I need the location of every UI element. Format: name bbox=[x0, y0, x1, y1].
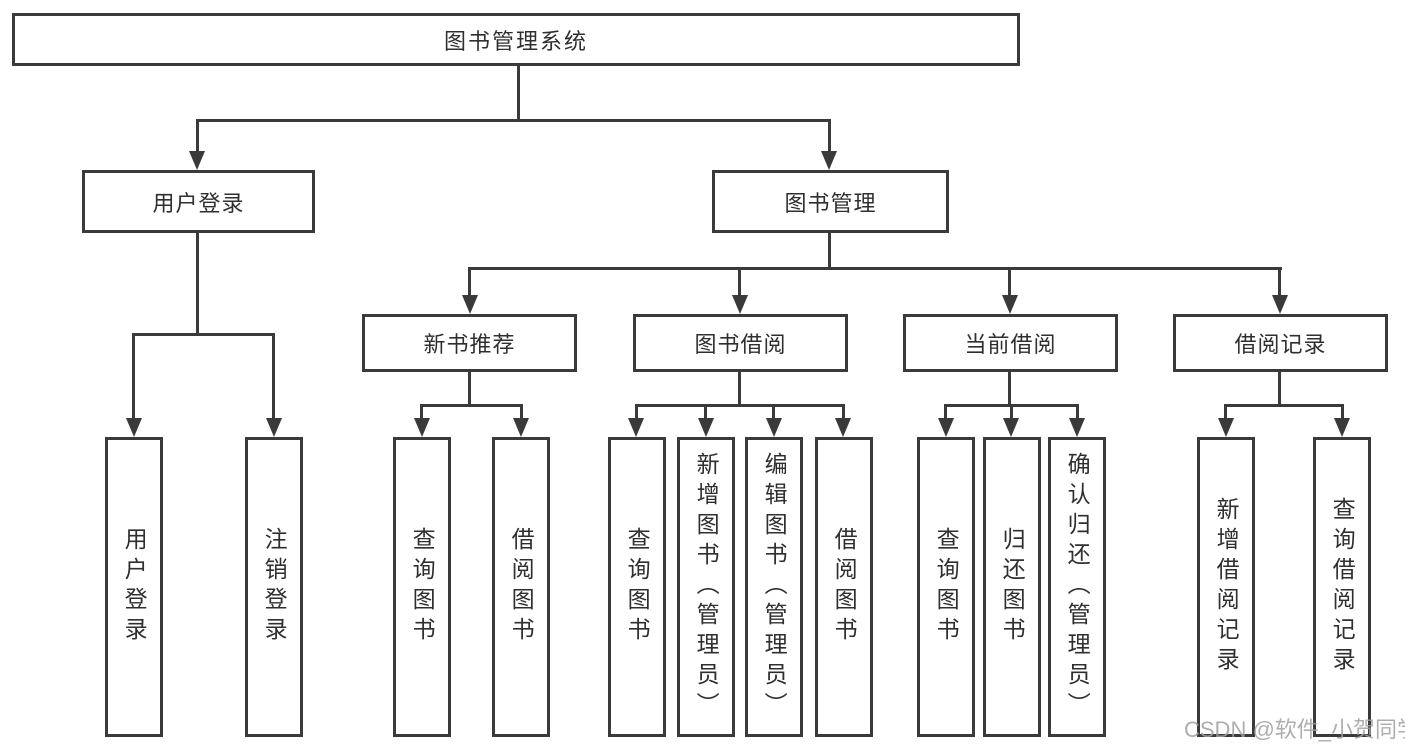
connector-root-stem bbox=[517, 66, 520, 120]
arrow-to-leaf bbox=[1069, 418, 1085, 437]
arrow-to-leaf-login bbox=[126, 418, 142, 437]
node-current-borrow: 当前借阅 bbox=[903, 314, 1118, 372]
node-label: 查询图书 bbox=[624, 527, 651, 647]
arrow-to-leaf bbox=[513, 418, 529, 437]
node-root-library-system: 图书管理系统 bbox=[12, 13, 1020, 66]
connector-to-book-borrow bbox=[738, 267, 741, 296]
node-label: 借阅记录 bbox=[1234, 332, 1327, 357]
connector-drop bbox=[520, 404, 523, 419]
node-label: 确认归还（管理员） bbox=[1064, 452, 1091, 722]
connector-drop bbox=[1076, 404, 1079, 419]
connector-borrow-record-hline bbox=[1224, 404, 1344, 407]
connector-book-borrow-hline bbox=[635, 404, 845, 407]
connector-new-book-hline bbox=[420, 404, 523, 407]
arrow-to-user-login bbox=[189, 151, 205, 170]
leaf-return-books: 归还图书 bbox=[983, 437, 1041, 737]
connector-to-user-login bbox=[196, 119, 199, 152]
node-label: 注销登录 bbox=[261, 527, 288, 647]
connector-to-borrow-record bbox=[1278, 267, 1281, 296]
connector-drop bbox=[704, 404, 707, 419]
leaf-logout: 注销登录 bbox=[245, 437, 303, 737]
arrow-to-leaf bbox=[698, 418, 714, 437]
node-user-login: 用户登录 bbox=[82, 170, 315, 233]
node-label: 查询图书 bbox=[933, 527, 960, 647]
connector-current-borrow-stem bbox=[1008, 372, 1011, 406]
arrow-to-leaf bbox=[414, 418, 430, 437]
leaf-add-books-admin: 新增图书（管理员） bbox=[677, 437, 735, 737]
leaf-query-books-current: 查询图书 bbox=[917, 437, 975, 737]
node-book-management: 图书管理 bbox=[712, 170, 949, 233]
connector-drop bbox=[1341, 404, 1344, 419]
leaf-edit-books-admin: 编辑图书（管理员） bbox=[745, 437, 803, 737]
node-label: 查询借阅记录 bbox=[1329, 497, 1356, 677]
node-new-book-recommend: 新书推荐 bbox=[362, 314, 577, 372]
arrow-to-leaf bbox=[1003, 418, 1019, 437]
leaf-borrow-books-recommend: 借阅图书 bbox=[492, 437, 550, 737]
csdn-watermark: CSDN @软件_小贺同学 bbox=[1184, 717, 1405, 742]
connector-drop bbox=[944, 404, 947, 419]
arrow-to-new-book bbox=[462, 295, 478, 314]
node-label: 编辑图书（管理员） bbox=[761, 452, 788, 722]
connector-root-hline bbox=[197, 119, 831, 122]
connector-user-login-stem bbox=[196, 233, 199, 335]
connector-drop bbox=[420, 404, 423, 419]
connector-to-leaf-login bbox=[132, 333, 135, 419]
node-label: 当前借阅 bbox=[964, 332, 1057, 357]
connector-to-new-book bbox=[468, 267, 471, 296]
leaf-user-login: 用户登录 bbox=[105, 437, 163, 737]
arrow-to-leaf bbox=[628, 418, 644, 437]
node-label: 归还图书 bbox=[999, 527, 1026, 647]
arrow-to-current-borrow bbox=[1002, 295, 1018, 314]
connector-drop bbox=[1010, 404, 1013, 419]
node-label: 新增借阅记录 bbox=[1213, 497, 1240, 677]
node-label: 新书推荐 bbox=[423, 332, 516, 357]
connector-book-borrow-stem bbox=[738, 372, 741, 406]
connector-to-leaf-logout bbox=[272, 333, 275, 419]
arrow-to-leaf bbox=[766, 418, 782, 437]
node-label: 查询图书 bbox=[409, 527, 436, 647]
arrow-to-borrow-record bbox=[1272, 295, 1288, 314]
leaf-confirm-return-admin: 确认归还（管理员） bbox=[1048, 437, 1106, 737]
connector-borrow-record-stem bbox=[1278, 372, 1281, 406]
node-label: 图书管理 bbox=[784, 190, 877, 216]
connector-drop bbox=[842, 404, 845, 419]
connector-book-mgmt-stem bbox=[828, 233, 831, 270]
connector-new-book-stem bbox=[468, 372, 471, 406]
node-label: 借阅图书 bbox=[831, 527, 858, 647]
node-label: 用户登录 bbox=[152, 190, 245, 216]
node-label: 新增图书（管理员） bbox=[693, 452, 720, 722]
node-label: 图书管理系统 bbox=[443, 28, 588, 54]
arrow-to-leaf bbox=[1334, 418, 1350, 437]
leaf-query-books-borrow: 查询图书 bbox=[608, 437, 666, 737]
connector-book-mgmt-hline bbox=[468, 267, 1282, 270]
connector-to-current-borrow bbox=[1008, 267, 1011, 296]
node-label: 图书借阅 bbox=[694, 332, 787, 357]
arrow-to-book-borrow bbox=[732, 295, 748, 314]
node-borrow-records: 借阅记录 bbox=[1173, 314, 1388, 372]
arrow-to-leaf bbox=[938, 418, 954, 437]
arrow-to-leaf bbox=[1218, 418, 1234, 437]
leaf-query-borrow-record: 查询借阅记录 bbox=[1313, 437, 1371, 737]
connector-drop bbox=[635, 404, 638, 419]
node-label: 用户登录 bbox=[121, 527, 148, 647]
connector-drop bbox=[772, 404, 775, 419]
leaf-borrow-books: 借阅图书 bbox=[815, 437, 873, 737]
leaf-query-books-recommend: 查询图书 bbox=[393, 437, 451, 737]
arrow-to-leaf bbox=[835, 418, 851, 437]
connector-to-book-mgmt bbox=[828, 119, 831, 152]
leaf-add-borrow-record: 新增借阅记录 bbox=[1197, 437, 1255, 737]
connector-user-login-hline bbox=[132, 333, 275, 336]
node-book-borrow: 图书借阅 bbox=[633, 314, 848, 372]
arrow-to-book-mgmt bbox=[821, 151, 837, 170]
connector-drop bbox=[1224, 404, 1227, 419]
arrow-to-leaf-logout bbox=[266, 418, 282, 437]
node-label: 借阅图书 bbox=[508, 527, 535, 647]
